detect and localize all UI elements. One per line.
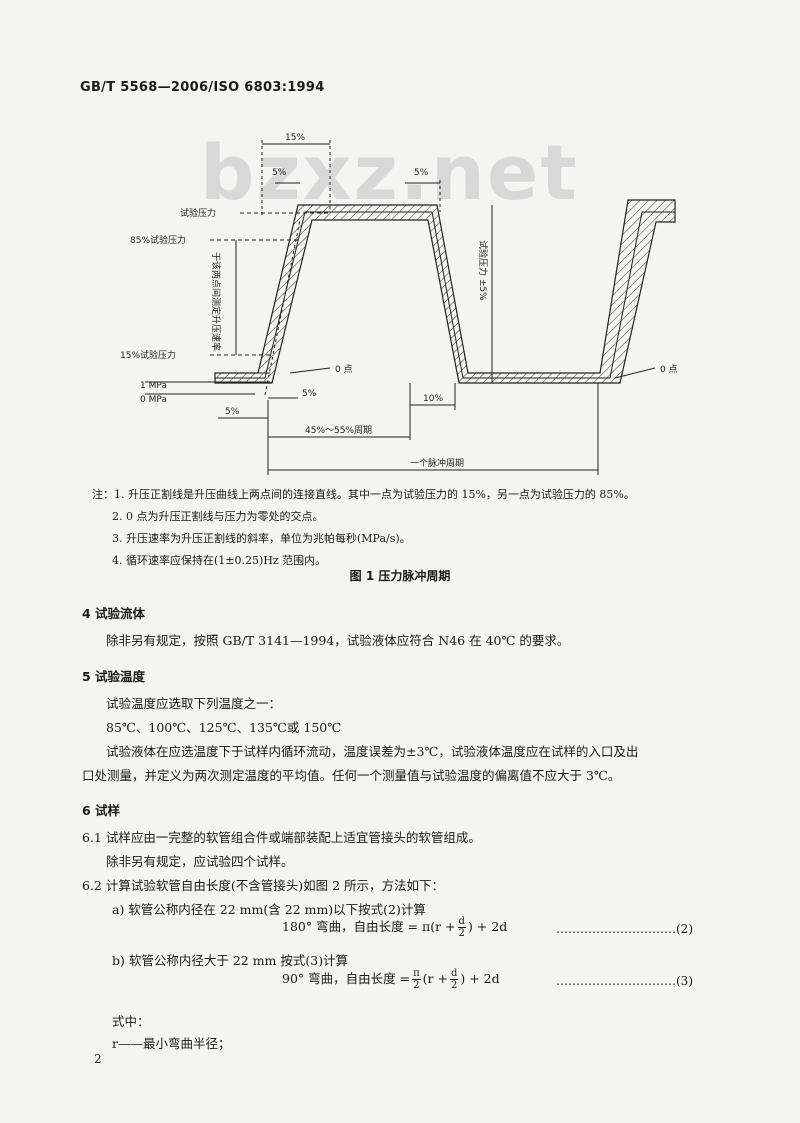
section-5-text: 85℃、100℃、125℃、135℃或 150℃ <box>106 720 342 735</box>
label-85pct-test-pressure: 85%试验压力 <box>130 234 186 246</box>
clause-6-2-a: a) 软管公称内径在 22 mm(含 22 mm)以下按式(2)计算 <box>112 902 426 917</box>
pulse-centerline <box>215 211 675 379</box>
formula-2-left: 180° 弯曲，自由长度 = π(r + <box>282 919 456 934</box>
label-45-55-cycle: 45%～55%周期 <box>305 425 372 436</box>
label-15pct: 15% <box>285 133 305 143</box>
clause-6-2: 6.2 计算试验软管自由长度(不含管接头)如图 2 所示，方法如下： <box>82 878 445 893</box>
section-5-text: 试验液体在应选温度下于试样内循环流动，温度误差为±3℃，试验液体温度应在试样的入… <box>106 744 639 759</box>
leader <box>289 367 331 374</box>
page-number: 2 <box>94 1052 102 1066</box>
note-item: 2. 0 点为升压正割线与压力为零处的交点。 <box>112 510 324 523</box>
formula-3-pi-den: 2 <box>413 980 420 991</box>
section-5-text: 口处测量，并定义为两次测定温度的平均值。任何一个测量值与试验温度的偏离值不应大于… <box>82 768 621 783</box>
label-10pct: 10% <box>423 394 443 404</box>
clause-6-1-text: 除非另有规定，应试验四个试样。 <box>106 854 294 869</box>
label-zero-point-right: 0 点 <box>660 364 678 375</box>
watermark: bzxz.net <box>200 128 579 217</box>
formula-3-left: 90° 弯曲，自由长度 = <box>282 971 411 986</box>
note-item: 4. 循环速率应保持在(1±0.25)Hz 范围内。 <box>112 554 327 567</box>
formula-3-pi-num: π <box>412 968 421 980</box>
figure-notes: 注：1. 升压正割线是升压曲线上两点间的连接直线。其中一点为试验压力的 15%，… <box>92 484 635 572</box>
label-rise-rate: 于该两点间测定升压速率 <box>210 252 222 351</box>
formula-3-number: …………………………(3) <box>556 974 693 988</box>
where-label: 式中： <box>112 1014 150 1029</box>
label-5pct-top-right: 5% <box>414 168 429 178</box>
note-item: 3. 升压速率为升压正割线的斜率，单位为兆帕每秒(MPa/s)。 <box>112 532 411 545</box>
formula-3-num: d <box>449 968 459 980</box>
pulse-band-1 <box>214 199 676 384</box>
formula-2-right: ) + 2d <box>467 919 508 934</box>
label-5pct-top-left: 5% <box>272 168 287 178</box>
formula-3-den: 2 <box>450 980 458 991</box>
leader <box>614 367 656 379</box>
label-test-pressure: 试验压力 <box>180 207 216 219</box>
label-one-pulse-cycle: 一个脉冲周期 <box>410 457 464 469</box>
pressure-pulse-figure: 15% 5% 5% 试验压力 85%试验压力 于该两点间测定升压速率 试验压力 … <box>120 133 678 475</box>
label-test-pressure-tolerance: 试验压力 ±5% <box>477 240 489 301</box>
clause-6-2-b: b) 软管公称内径大于 22 mm 按式(3)计算 <box>112 953 349 968</box>
formula-3-right: ) + 2d <box>460 971 500 986</box>
r-definition: r——最小弯曲半径； <box>112 1036 231 1051</box>
notes-prefix: 注： <box>92 488 114 501</box>
section-4-title: 4 试验流体 <box>82 606 146 621</box>
figure-caption: 图 1 压力脉冲周期 <box>349 569 451 583</box>
section-6-title: 6 试样 <box>82 803 121 818</box>
formula-2-number: …………………………(2) <box>556 922 693 936</box>
label-5pct-mid: 5% <box>302 389 317 399</box>
note-item: 1. 升压正割线是升压曲线上两点间的连接直线。其中一点为试验压力的 15%，另一… <box>114 488 635 501</box>
section-5-text: 试验温度应选取下列温度之一： <box>106 696 282 711</box>
section-4-text: 除非另有规定，按照 GB/T 3141—1994，试验液体应符合 N46 在 4… <box>106 633 570 648</box>
label-1mpa: 1 MPa <box>140 381 167 391</box>
label-5pct-bottom: 5% <box>225 407 240 417</box>
label-zero-point-left: 0 点 <box>335 364 353 375</box>
label-15pct-test-pressure: 15%试验压力 <box>120 349 176 361</box>
section-5-title: 5 试验温度 <box>82 669 146 684</box>
clause-6-1: 6.1 试样应由一完整的软管组合件或端部装配上适宜管接头的软管组成。 <box>82 830 481 845</box>
label-0mpa: 0 MPa <box>140 395 167 405</box>
formula-2-num: d <box>457 916 466 928</box>
standard-code-header: GB/T 5568—2006/ISO 6803:1994 <box>80 80 325 95</box>
formula-3-mid: (r + <box>422 971 448 986</box>
formula-2-den: 2 <box>458 928 465 939</box>
